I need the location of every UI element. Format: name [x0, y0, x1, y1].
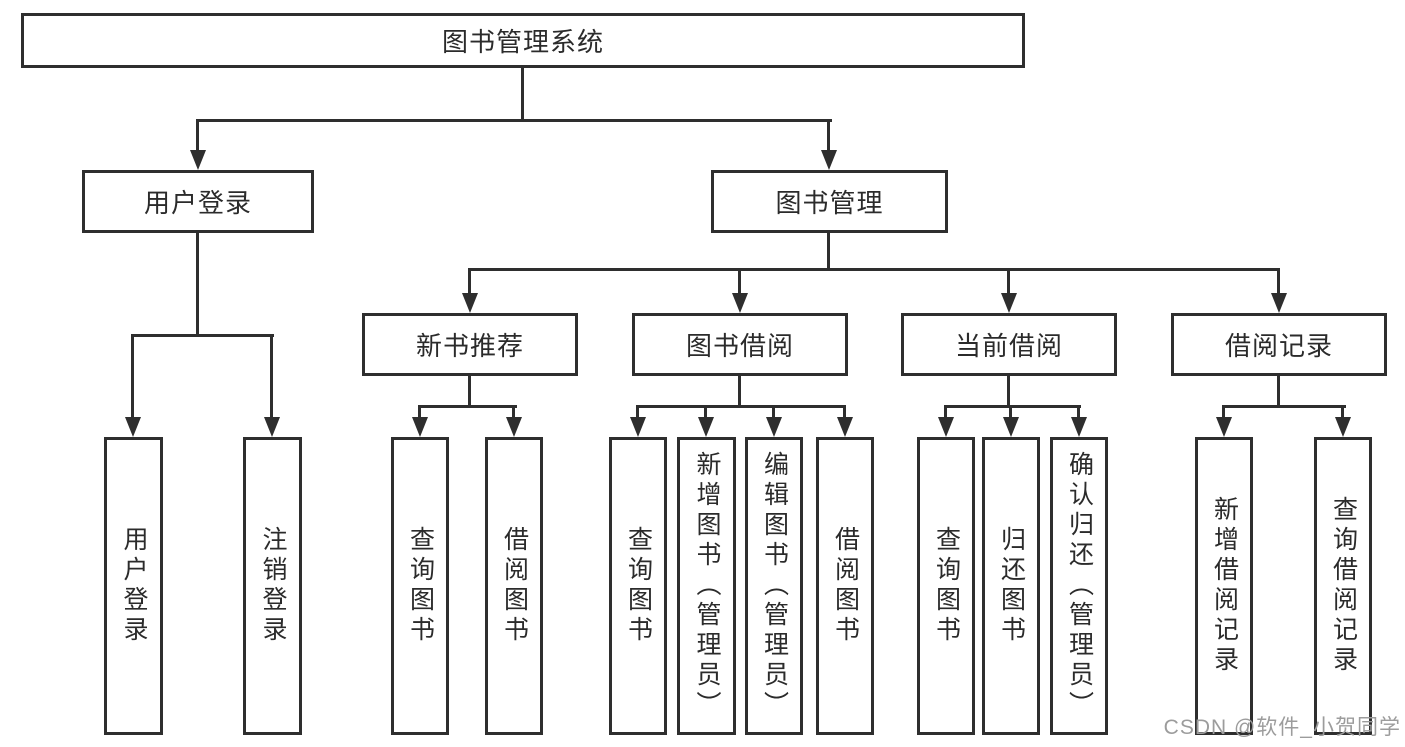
connector-line	[1007, 376, 1010, 408]
arrow-down-icon	[506, 417, 522, 437]
arrow-down-icon	[1071, 417, 1087, 437]
connector-line	[738, 376, 741, 408]
leaf-return-books: 归还图书	[982, 437, 1040, 735]
node-current-borrowing: 当前借阅	[901, 313, 1117, 376]
connector-line	[1007, 268, 1010, 296]
connector-line	[1277, 376, 1280, 408]
connector-line	[772, 405, 775, 419]
arrow-down-icon	[190, 150, 206, 170]
node-new-book-recommend: 新书推荐	[362, 313, 578, 376]
arrow-down-icon	[1003, 417, 1019, 437]
connector-line	[196, 119, 832, 122]
node-book-borrowing: 图书借阅	[632, 313, 848, 376]
node-book-management-system: 图书管理系统	[21, 13, 1025, 68]
leaf-user-login: 用户登录	[104, 437, 163, 735]
arrow-down-icon	[766, 417, 782, 437]
connector-line	[827, 119, 830, 153]
leaf-borrow-books: 借阅图书	[816, 437, 874, 735]
arrow-down-icon	[938, 417, 954, 437]
connector-line	[1341, 405, 1344, 419]
arrow-down-icon	[125, 417, 141, 437]
csdn-watermark: CSDN @软件_小贺同学	[1163, 716, 1401, 739]
arrow-down-icon	[837, 417, 853, 437]
leaf-borrow-books-recommend: 借阅图书	[485, 437, 543, 735]
arrow-down-icon	[264, 417, 280, 437]
connector-line	[1277, 268, 1280, 296]
leaf-add-borrow-record: 新增借阅记录	[1195, 437, 1253, 735]
connector-line	[418, 405, 421, 419]
connector-line	[521, 68, 524, 121]
arrow-down-icon	[630, 417, 646, 437]
connector-line	[418, 405, 517, 408]
connector-line	[468, 268, 471, 296]
connector-line	[270, 334, 273, 420]
connector-line	[738, 268, 741, 296]
connector-line	[1222, 405, 1225, 419]
connector-line	[1009, 405, 1012, 419]
leaf-query-books-borrowing: 查询图书	[609, 437, 667, 735]
arrow-down-icon	[1271, 293, 1287, 313]
connector-line	[843, 405, 846, 419]
connector-line	[1222, 405, 1346, 408]
connector-line	[636, 405, 846, 408]
connector-line	[704, 405, 707, 419]
connector-line	[468, 376, 471, 408]
arrow-down-icon	[462, 293, 478, 313]
node-book-management: 图书管理	[711, 170, 948, 233]
leaf-query-borrow-record: 查询借阅记录	[1314, 437, 1372, 735]
connector-line	[512, 405, 515, 419]
connector-line	[944, 405, 947, 419]
connector-line	[468, 268, 1280, 271]
connector-line	[196, 233, 199, 336]
leaf-add-books-admin: 新增图书（管理员）	[677, 437, 736, 735]
leaf-query-books-recommend: 查询图书	[391, 437, 449, 735]
leaf-edit-books-admin: 编辑图书（管理员）	[745, 437, 803, 735]
arrow-down-icon	[732, 293, 748, 313]
leaf-query-books-current: 查询图书	[917, 437, 975, 735]
node-borrowing-records: 借阅记录	[1171, 313, 1387, 376]
arrow-down-icon	[412, 417, 428, 437]
connector-line	[196, 119, 199, 153]
arrow-down-icon	[1216, 417, 1232, 437]
leaf-confirm-return-admin: 确认归还（管理员）	[1050, 437, 1108, 735]
arrow-down-icon	[698, 417, 714, 437]
leaf-logout: 注销登录	[243, 437, 302, 735]
connector-line	[131, 334, 134, 420]
connector-line	[944, 405, 1081, 408]
connector-line	[131, 334, 274, 337]
arrow-down-icon	[1001, 293, 1017, 313]
connector-line	[636, 405, 639, 419]
connector-line	[827, 233, 830, 271]
arrow-down-icon	[1335, 417, 1351, 437]
node-user-login: 用户登录	[82, 170, 314, 233]
arrow-down-icon	[821, 150, 837, 170]
connector-line	[1077, 405, 1080, 419]
